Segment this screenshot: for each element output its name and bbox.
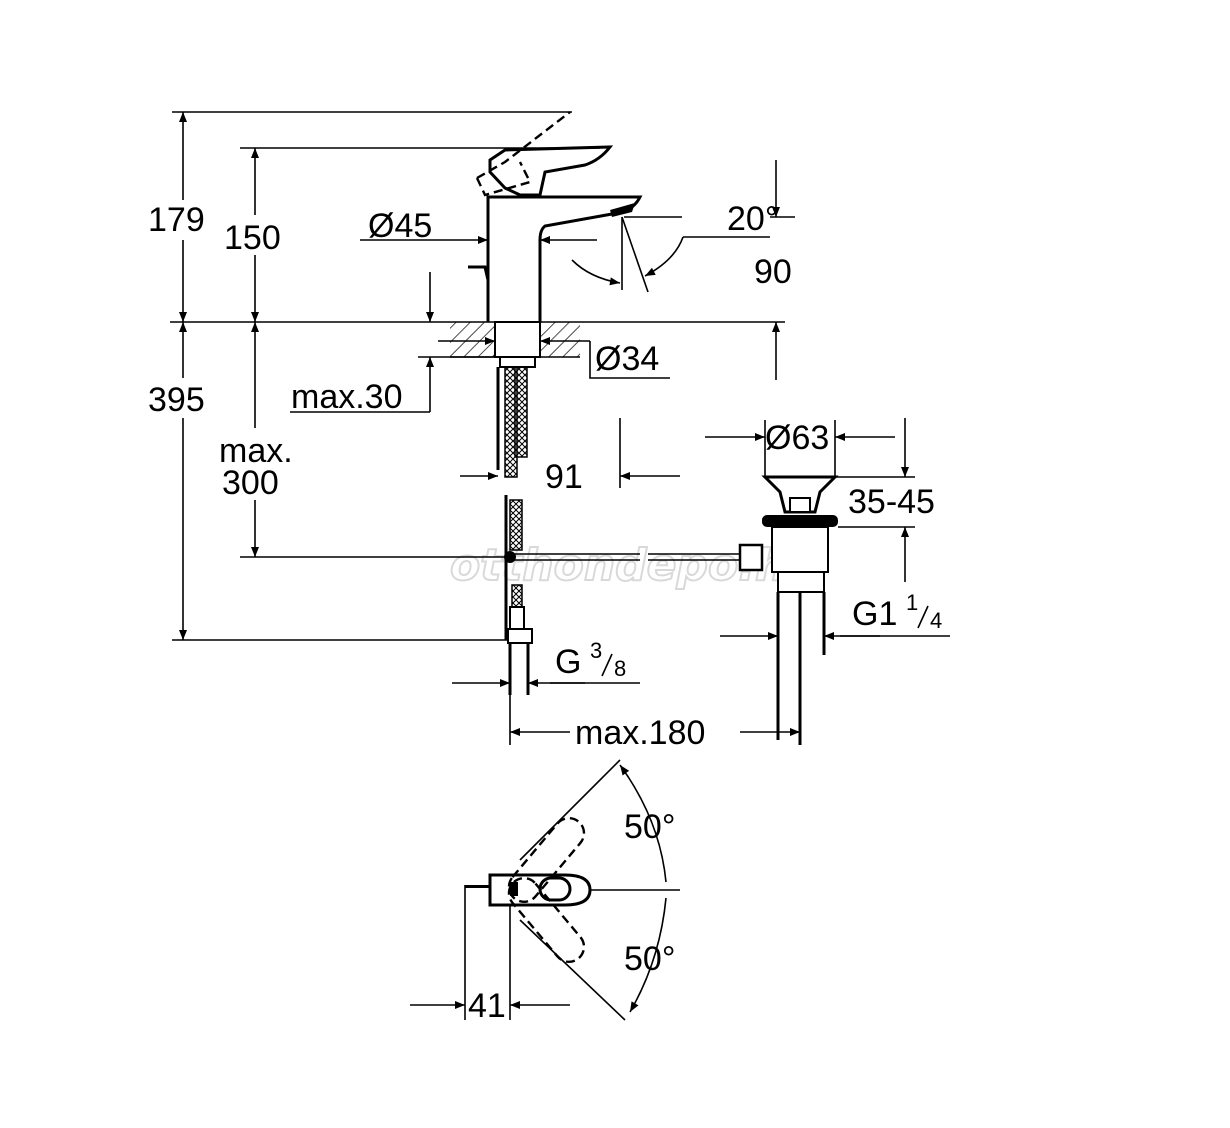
- svg-text:8: 8: [614, 656, 626, 681]
- dimension-max-180: max.180: [509, 695, 800, 752]
- svg-text:179: 179: [148, 201, 205, 239]
- dimension-diameter-34: Ø34: [438, 337, 670, 379]
- svg-text:Ø63: Ø63: [765, 419, 829, 457]
- svg-text:300: 300: [222, 464, 279, 502]
- svg-text:Ø45: Ø45: [368, 207, 432, 245]
- svg-text:G1: G1: [852, 595, 897, 633]
- svg-text:150: 150: [224, 219, 281, 257]
- svg-text:max.180: max.180: [575, 714, 705, 752]
- dimension-max-300: max. 300: [219, 322, 293, 557]
- dimension-179: 179: [148, 112, 205, 322]
- dimension-35-45: 35-45: [835, 418, 935, 582]
- svg-text:50°: 50°: [624, 808, 675, 846]
- dimension-41: 41: [410, 987, 570, 1025]
- dimension-g1-1-4: G1 1 4: [720, 590, 950, 640]
- svg-text:max.: max.: [219, 432, 293, 470]
- svg-text:41: 41: [468, 987, 506, 1025]
- dimension-spout-angle: 20° 90: [571, 160, 795, 380]
- svg-text:max.30: max.30: [291, 378, 403, 416]
- svg-text:20°: 20°: [727, 200, 778, 238]
- supply-hoses: [496, 366, 740, 695]
- faucet-top-view: 50° 50°: [464, 759, 680, 1021]
- dimension-150: 150: [224, 148, 281, 322]
- dimension-91: 91: [460, 418, 680, 496]
- svg-text:50°: 50°: [624, 940, 675, 978]
- svg-text:3: 3: [590, 638, 602, 663]
- svg-text:4: 4: [930, 608, 942, 633]
- svg-text:35-45: 35-45: [848, 483, 935, 521]
- svg-text:G: G: [555, 643, 581, 681]
- svg-text:91: 91: [545, 458, 583, 496]
- svg-text:90: 90: [754, 253, 792, 291]
- pop-up-waste: [738, 475, 839, 745]
- dimension-395: 395: [148, 322, 205, 640]
- svg-text:Ø34: Ø34: [595, 340, 659, 378]
- svg-text:1: 1: [906, 590, 918, 615]
- dimension-diameter-63: Ø63: [705, 419, 895, 477]
- svg-text:395: 395: [148, 381, 205, 419]
- faucet-side-view: [468, 111, 643, 368]
- dimension-g-3-8: G 3 8: [452, 638, 640, 687]
- dimension-diameter-45: Ø45: [360, 207, 597, 245]
